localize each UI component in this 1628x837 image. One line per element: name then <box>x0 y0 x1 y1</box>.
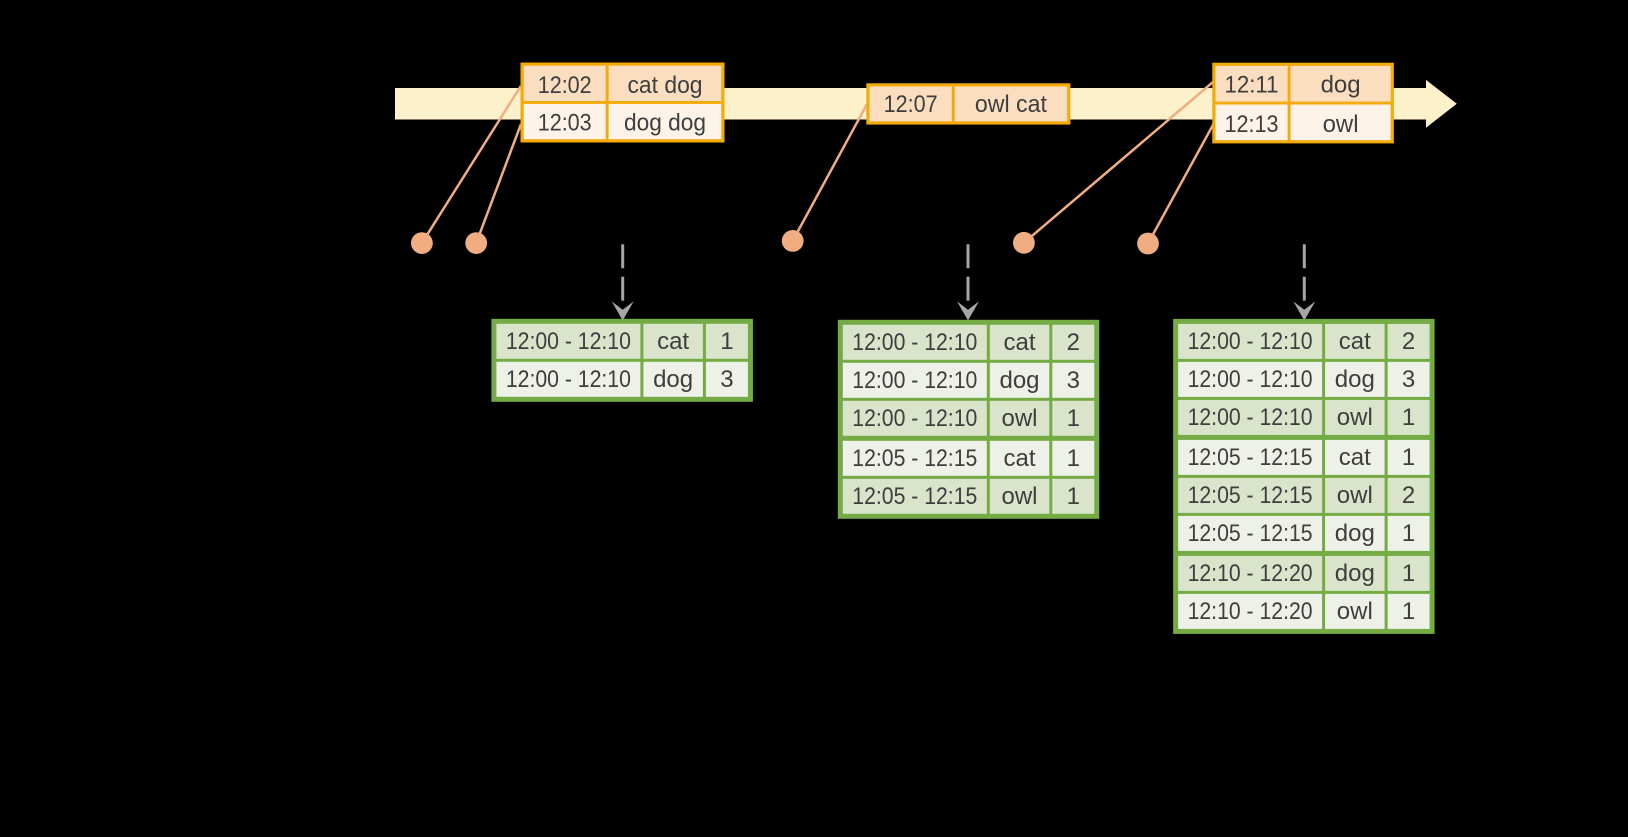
svg-text:dog: dog <box>1335 366 1375 393</box>
svg-text:1: 1 <box>1067 405 1080 432</box>
svg-text:1: 1 <box>1067 445 1080 472</box>
svg-text:12:10 - 12:20: 12:10 - 12:20 <box>1188 598 1313 625</box>
svg-text:3: 3 <box>1402 366 1415 393</box>
svg-text:cat dog: cat dog <box>628 72 703 99</box>
svg-text:owl: owl <box>1337 404 1373 431</box>
svg-text:3: 3 <box>720 366 733 393</box>
svg-text:12:00 - 12:10: 12:00 - 12:10 <box>1188 404 1313 431</box>
svg-text:cat: cat <box>1339 444 1371 471</box>
svg-text:dog: dog <box>1321 72 1361 99</box>
svg-text:owl cat: owl cat <box>975 91 1047 118</box>
svg-text:cat: cat <box>657 328 689 355</box>
svg-text:owl: owl <box>1337 598 1373 625</box>
svg-text:dog: dog <box>653 366 693 393</box>
svg-text:3: 3 <box>1067 367 1080 394</box>
svg-text:owl: owl <box>1323 111 1359 138</box>
svg-text:12:07: 12:07 <box>884 91 938 118</box>
svg-text:12:02: 12:02 <box>538 72 592 99</box>
svg-text:12:13: 12:13 <box>1225 111 1279 138</box>
svg-text:1: 1 <box>1067 483 1080 510</box>
svg-text:12:03: 12:03 <box>538 110 592 137</box>
svg-text:owl: owl <box>1001 483 1037 510</box>
svg-text:12:05 - 12:15: 12:05 - 12:15 <box>1188 520 1313 547</box>
svg-text:12:00 - 12:10: 12:00 - 12:10 <box>852 405 977 432</box>
svg-text:12:10 - 12:20: 12:10 - 12:20 <box>1188 560 1313 587</box>
svg-text:1: 1 <box>1402 404 1415 431</box>
svg-text:12:05 - 12:15: 12:05 - 12:15 <box>1188 482 1313 509</box>
svg-text:12:00 - 12:10: 12:00 - 12:10 <box>506 366 631 393</box>
svg-text:12:05 - 12:15: 12:05 - 12:15 <box>1188 444 1313 471</box>
svg-text:cat: cat <box>1339 328 1371 355</box>
svg-text:12:00 - 12:10: 12:00 - 12:10 <box>1188 328 1313 355</box>
svg-text:2: 2 <box>1402 482 1415 509</box>
svg-text:owl: owl <box>1001 405 1037 432</box>
svg-text:cat: cat <box>1003 329 1035 356</box>
svg-text:2: 2 <box>1402 328 1415 355</box>
svg-text:1: 1 <box>1402 598 1415 625</box>
svg-text:12:05 - 12:15: 12:05 - 12:15 <box>852 483 977 510</box>
svg-text:1: 1 <box>1402 520 1415 547</box>
svg-text:12:00 - 12:10: 12:00 - 12:10 <box>852 367 977 394</box>
svg-text:12:11: 12:11 <box>1225 72 1279 99</box>
svg-text:12:05 - 12:15: 12:05 - 12:15 <box>852 445 977 472</box>
svg-text:dog: dog <box>1335 520 1375 547</box>
svg-text:1: 1 <box>1402 444 1415 471</box>
svg-text:dog: dog <box>1335 560 1375 587</box>
svg-text:cat: cat <box>1003 445 1035 472</box>
svg-text:12:00 - 12:10: 12:00 - 12:10 <box>852 329 977 356</box>
svg-text:owl: owl <box>1337 482 1373 509</box>
svg-text:dog: dog <box>999 367 1039 394</box>
svg-text:2: 2 <box>1067 329 1080 356</box>
svg-text:12:00 - 12:10: 12:00 - 12:10 <box>1188 366 1313 393</box>
svg-text:dog dog: dog dog <box>624 110 706 137</box>
svg-text:12:00 - 12:10: 12:00 - 12:10 <box>506 328 631 355</box>
svg-text:1: 1 <box>1402 560 1415 587</box>
svg-text:1: 1 <box>720 328 733 355</box>
